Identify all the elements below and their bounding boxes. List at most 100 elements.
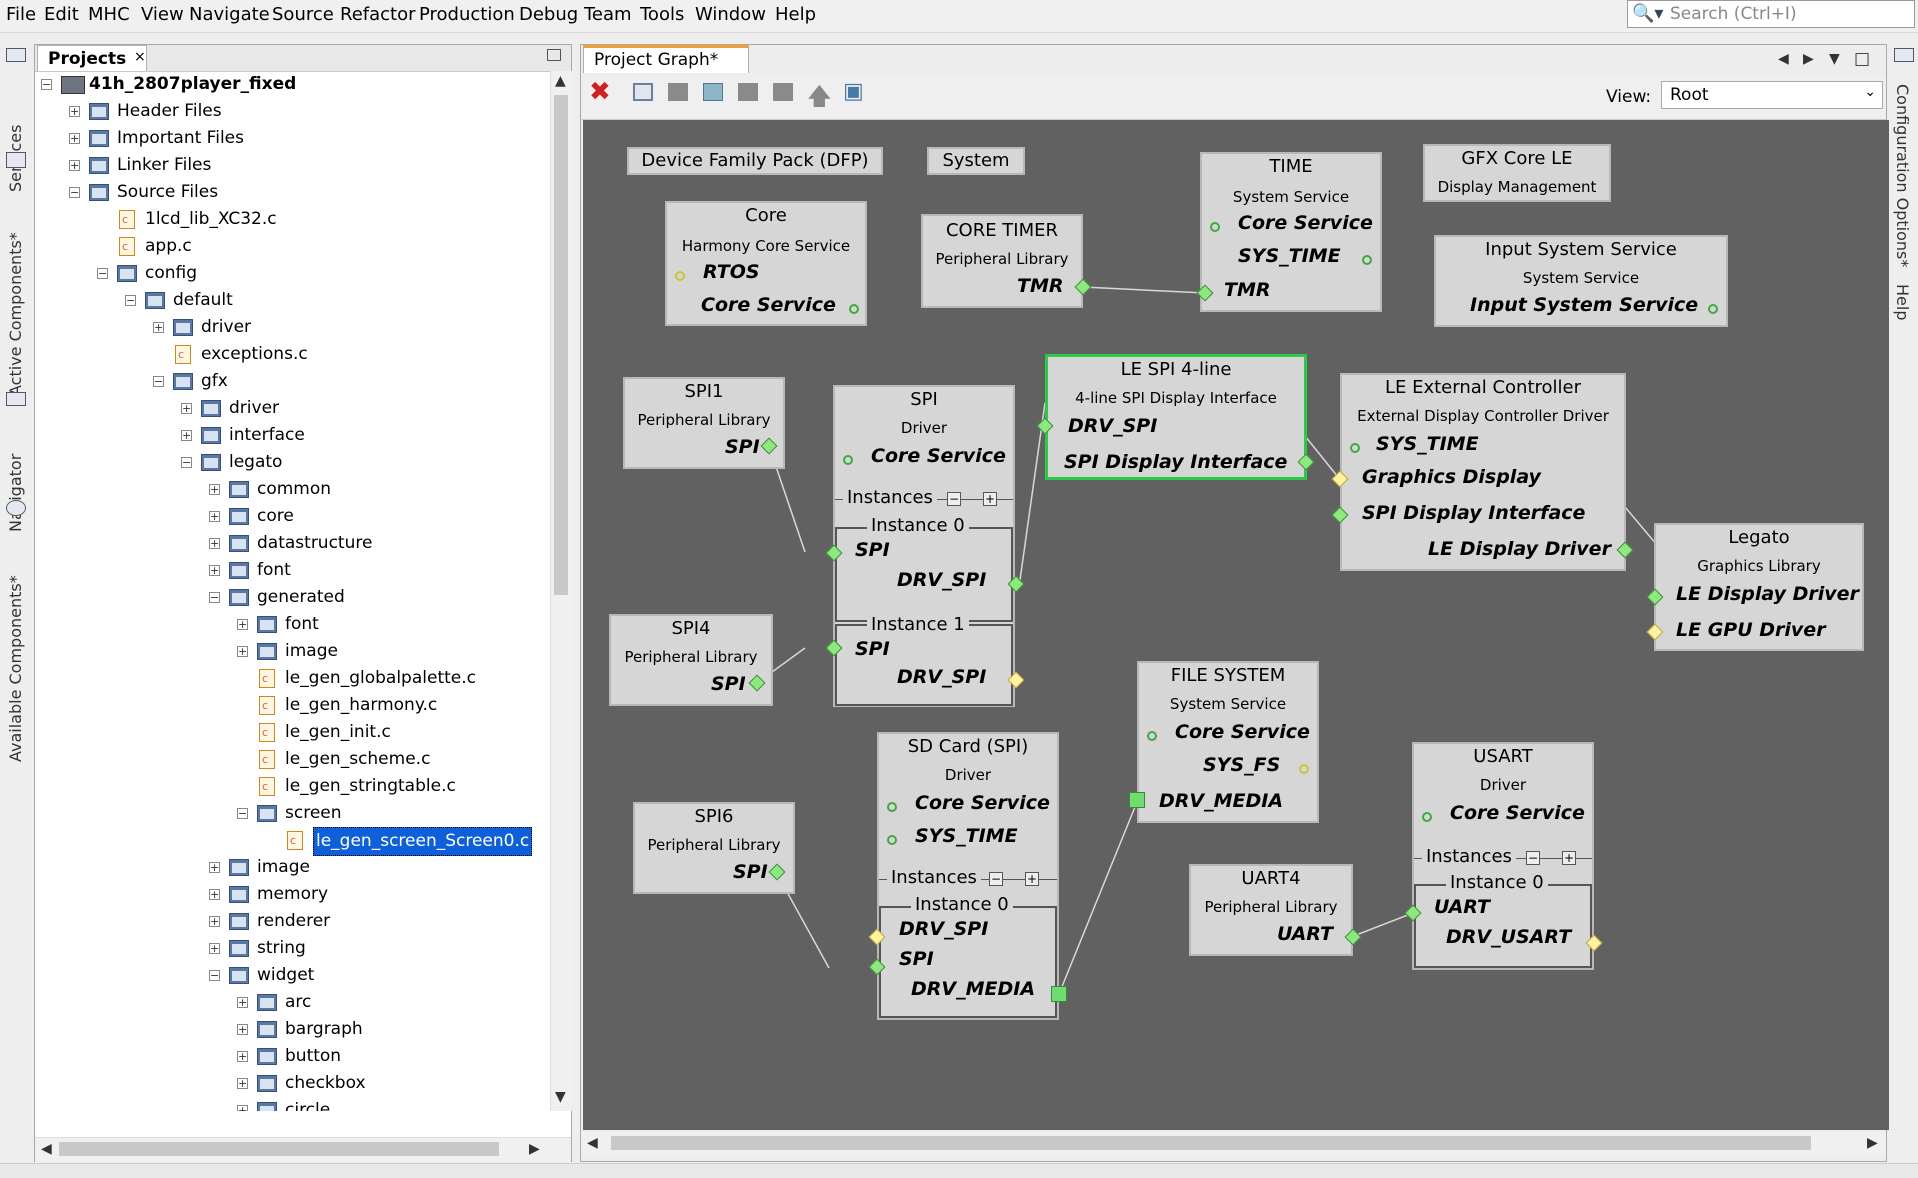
- tab-projects[interactable]: Projects ×: [37, 45, 147, 71]
- menu-view[interactable]: View: [141, 4, 184, 25]
- remove-instance-button[interactable]: −: [989, 872, 1003, 886]
- maximize-icon[interactable]: □: [1854, 49, 1871, 69]
- expand-icon[interactable]: +: [209, 942, 220, 955]
- import-icon[interactable]: [703, 83, 723, 101]
- expand-icon[interactable]: +: [69, 132, 80, 145]
- port-icon[interactable]: [1350, 443, 1360, 453]
- tree-folder-item[interactable]: −gfx: [35, 368, 550, 395]
- expand-icon[interactable]: +: [209, 915, 220, 928]
- tree-file-item[interactable]: le_gen_init.c: [35, 719, 550, 746]
- tree-file-item[interactable]: exceptions.c: [35, 341, 550, 368]
- close-icon[interactable]: ×: [134, 49, 146, 65]
- expand-icon[interactable]: +: [209, 537, 220, 550]
- node-sd-card[interactable]: SD Card (SPI) Driver Core Service SYS_TI…: [877, 732, 1059, 1020]
- horizontal-scrollbar[interactable]: ◀ ▶: [35, 1137, 571, 1162]
- node-usart[interactable]: USART Driver Core Service Instances − + …: [1412, 742, 1594, 970]
- expand-icon[interactable]: +: [237, 1050, 248, 1063]
- system-box[interactable]: System: [927, 147, 1025, 175]
- collapse-icon[interactable]: −: [181, 456, 192, 469]
- expand-icon[interactable]: +: [237, 996, 248, 1009]
- tree-folder-item[interactable]: +circle: [35, 1097, 550, 1111]
- tab-project-graph[interactable]: Project Graph*: [583, 45, 749, 73]
- scroll-left-icon[interactable]: ◀: [41, 1141, 52, 1157]
- chevron-down-icon[interactable]: ⌄: [1864, 84, 1876, 100]
- node-file-system[interactable]: FILE SYSTEM System Service Core Service …: [1137, 661, 1319, 823]
- node-time[interactable]: TIME System Service Core Service SYS_TIM…: [1200, 152, 1382, 312]
- scroll-up-icon[interactable]: ▲: [555, 73, 566, 89]
- menu-navigate[interactable]: Navigate: [189, 4, 270, 25]
- restore-icon[interactable]: [6, 392, 26, 406]
- expand-icon[interactable]: +: [153, 321, 164, 334]
- dfp-box[interactable]: Device Family Pack (DFP): [627, 147, 883, 175]
- tree-folder-item[interactable]: +Header Files: [35, 98, 550, 125]
- scroll-left-icon[interactable]: ◀: [587, 1135, 598, 1151]
- tree-folder-item[interactable]: +image: [35, 854, 550, 881]
- expand-icon[interactable]: +: [237, 1077, 248, 1090]
- port-icon[interactable]: [849, 304, 859, 314]
- port-icon[interactable]: [1422, 812, 1432, 822]
- tree-folder-item[interactable]: +string: [35, 935, 550, 962]
- scroll-down-icon[interactable]: ▼: [555, 1089, 566, 1105]
- fit-icon[interactable]: ▣: [843, 79, 864, 104]
- tree-folder-item[interactable]: +core: [35, 503, 550, 530]
- expand-icon[interactable]: +: [69, 105, 80, 118]
- vertical-scrollbar[interactable]: ▲ ▼: [550, 71, 572, 1111]
- tree-folder-item[interactable]: +bargraph: [35, 1016, 550, 1043]
- collapse-icon[interactable]: −: [237, 807, 248, 820]
- menu-file[interactable]: File: [6, 4, 37, 25]
- port-icon[interactable]: [1210, 222, 1220, 232]
- available-components-tab[interactable]: Available Components*: [6, 575, 25, 762]
- optional-port-icon[interactable]: [675, 271, 685, 281]
- tree-file-item[interactable]: le_gen_scheme.c: [35, 746, 550, 773]
- restore-icon[interactable]: [6, 48, 26, 62]
- port-icon[interactable]: [887, 802, 897, 812]
- expand-icon[interactable]: +: [209, 888, 220, 901]
- tree-file-item[interactable]: app.c: [35, 233, 550, 260]
- tree-folder-item[interactable]: −screen: [35, 800, 550, 827]
- menu-refactor[interactable]: Refactor: [340, 4, 416, 25]
- collapse-icon[interactable]: −: [209, 969, 220, 982]
- menu-help[interactable]: Help: [775, 4, 817, 25]
- expand-icon[interactable]: +: [237, 645, 248, 658]
- graph-canvas[interactable]: Device Family Pack (DFP) System Core Har…: [583, 120, 1889, 1130]
- ungroup-icon[interactable]: [773, 83, 793, 101]
- tree-folder-item[interactable]: +interface: [35, 422, 550, 449]
- configuration-options-tab[interactable]: Configuration Options*: [1893, 84, 1912, 268]
- collapse-icon[interactable]: −: [125, 294, 136, 307]
- expand-icon[interactable]: +: [237, 618, 248, 631]
- tree-file-item[interactable]: le_gen_screen_Screen0.c: [35, 827, 550, 856]
- collapse-icon[interactable]: −: [153, 375, 164, 388]
- menu-tools[interactable]: Tools: [640, 4, 685, 25]
- active-components-tab[interactable]: Active Components*: [6, 232, 25, 396]
- add-instance-button[interactable]: +: [983, 492, 997, 506]
- collapse-icon[interactable]: −: [97, 267, 108, 280]
- scroll-thumb[interactable]: [59, 1142, 499, 1156]
- search-box[interactable]: 🔍▾ Search (Ctrl+I): [1627, 0, 1915, 28]
- port-icon[interactable]: [1129, 792, 1145, 808]
- horizontal-scrollbar[interactable]: ◀ ▶: [581, 1132, 1886, 1156]
- tree-file-item[interactable]: 1lcd_lib_XC32.c: [35, 206, 550, 233]
- menu-edit[interactable]: Edit: [44, 4, 79, 25]
- tree-folder-item[interactable]: +arc: [35, 989, 550, 1016]
- node-legato[interactable]: Legato Graphics Library LE Display Drive…: [1654, 523, 1864, 651]
- node-uart4[interactable]: UART4 Peripheral Library UART: [1189, 864, 1353, 956]
- tree-folder-item[interactable]: +font: [35, 611, 550, 638]
- port-icon[interactable]: [1708, 304, 1718, 314]
- menu-mhc[interactable]: MHC: [88, 4, 130, 25]
- tree-folder-item[interactable]: +image: [35, 638, 550, 665]
- node-le-spi-4line[interactable]: LE SPI 4-line 4-line SPI Display Interfa…: [1045, 354, 1307, 480]
- menu-production[interactable]: Production: [419, 4, 515, 25]
- add-icon[interactable]: [633, 83, 653, 101]
- port-icon[interactable]: [843, 455, 853, 465]
- scroll-thumb[interactable]: [611, 1136, 1811, 1150]
- collapse-icon[interactable]: −: [69, 186, 80, 199]
- menu-debug[interactable]: Debug: [519, 4, 579, 25]
- node-spi4[interactable]: SPI4 Peripheral Library SPI: [609, 614, 773, 706]
- menu-window[interactable]: Window: [695, 4, 766, 25]
- tree-folder-item[interactable]: +memory: [35, 881, 550, 908]
- node-gfx-core[interactable]: GFX Core LE Display Management: [1423, 144, 1611, 202]
- tree-folder-item[interactable]: −legato: [35, 449, 550, 476]
- tree-folder-item[interactable]: −Source Files: [35, 179, 550, 206]
- tab-right-icon[interactable]: ▶: [1803, 51, 1814, 67]
- tree-folder-item[interactable]: +driver: [35, 314, 550, 341]
